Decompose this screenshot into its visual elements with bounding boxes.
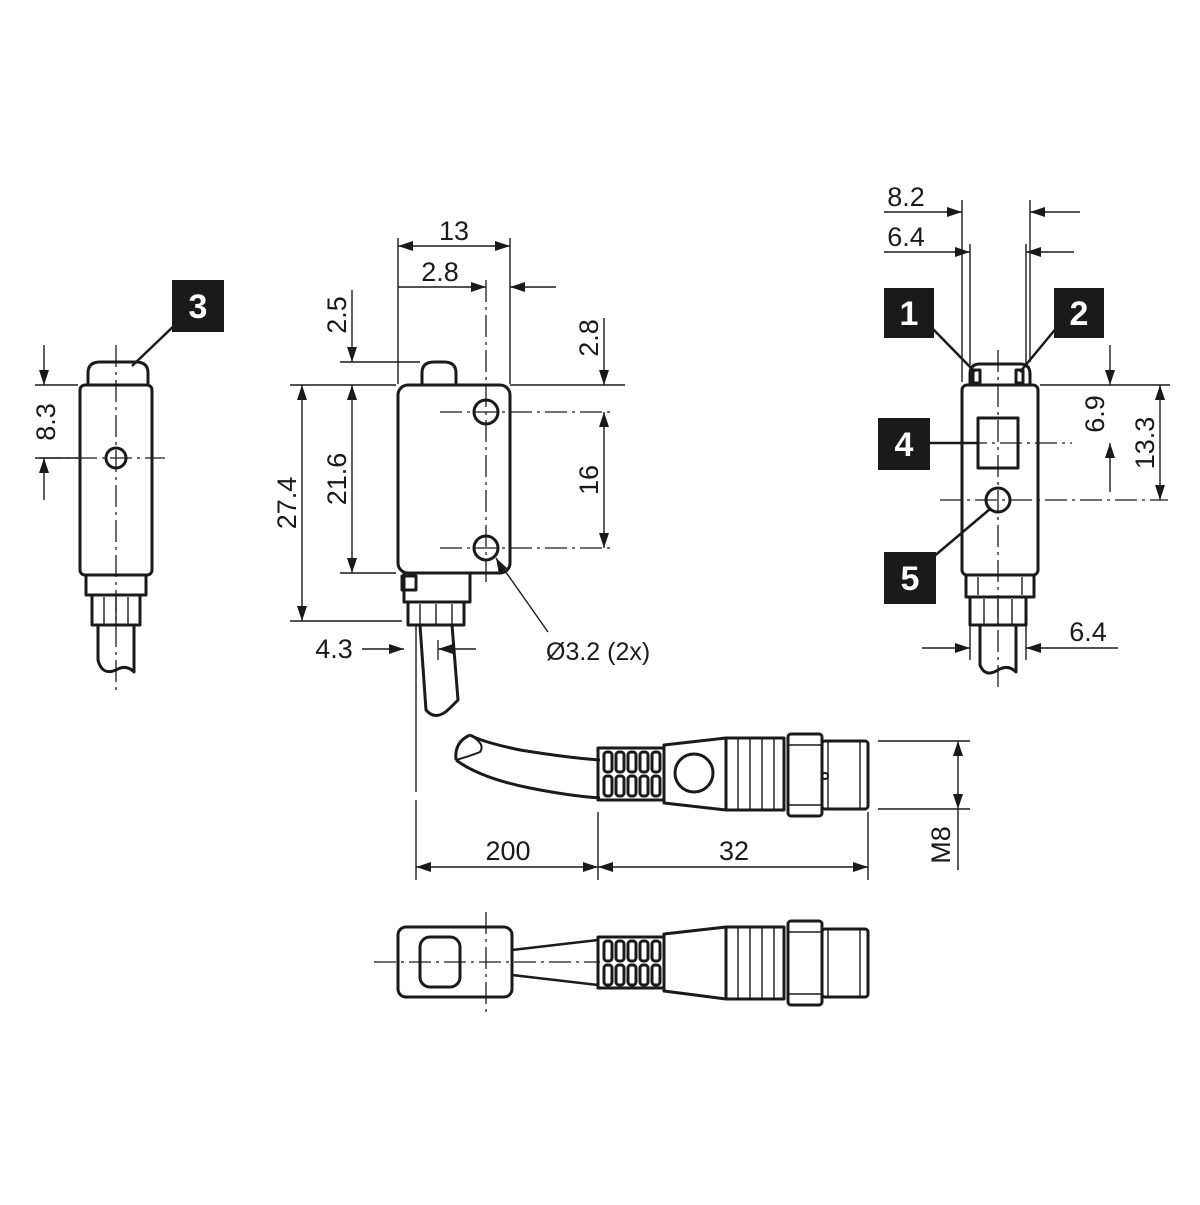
dim-200: 200	[485, 836, 530, 866]
dim-13-3: 13.3	[1130, 417, 1160, 470]
dim-32: 32	[719, 836, 749, 866]
dim-16: 16	[574, 465, 604, 495]
dim-m8: M8	[926, 826, 956, 864]
dim-21-6: 21.6	[322, 453, 352, 506]
dim-13: 13	[439, 216, 469, 246]
callout-2: 2	[1070, 295, 1089, 333]
callout-1: 1	[900, 295, 919, 333]
back-view: 8.2 6.4 6.9 13.3 6.4 1 2	[878, 182, 1170, 690]
dim-27-4: 27.4	[272, 477, 302, 530]
callout-1-box	[884, 288, 934, 338]
hole-diameter-label: Ø3.2 (2x)	[546, 638, 650, 666]
dim-8-2: 8.2	[887, 182, 925, 212]
dim-2-8-top: 2.8	[421, 257, 459, 287]
callout-2-box	[1054, 288, 1104, 338]
callout-4: 4	[895, 426, 914, 464]
dim-8-3: 8.3	[31, 403, 61, 441]
dim-2-5: 2.5	[322, 296, 352, 334]
dim-4-3: 4.3	[315, 634, 353, 664]
callout-3-box	[172, 280, 224, 332]
callout-3: 3	[189, 288, 208, 326]
dim-6-4-top: 6.4	[887, 222, 925, 252]
callout-5-box	[884, 552, 936, 604]
dim-2-8-right: 2.8	[574, 319, 604, 357]
side-view: 8.3 3	[31, 280, 224, 690]
callout-5: 5	[901, 560, 920, 598]
front-view: 13 2.8 2.5 27.4 21.6 2.8 16	[272, 216, 650, 792]
callout-4-box	[878, 418, 930, 470]
cable-connector-view: 200 32 M8	[415, 732, 970, 880]
dim-6-4-bottom: 6.4	[1069, 617, 1107, 647]
dim-6-9: 6.9	[1080, 395, 1110, 433]
bottom-view	[374, 912, 870, 1014]
